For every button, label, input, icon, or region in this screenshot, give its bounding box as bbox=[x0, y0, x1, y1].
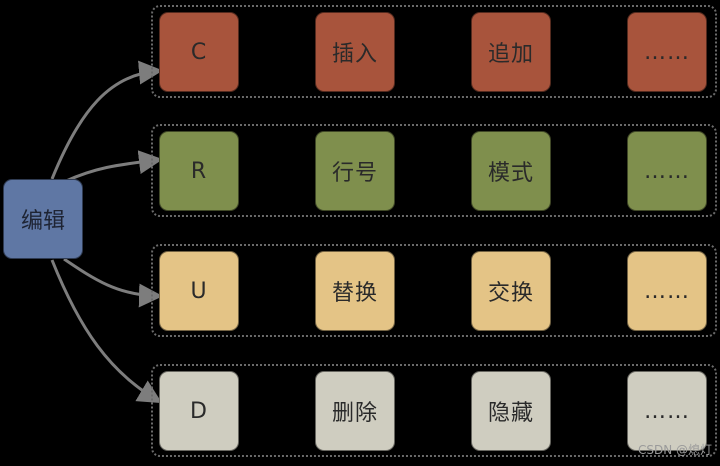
node-u: U bbox=[159, 251, 239, 331]
node-more-r: …… bbox=[627, 131, 707, 211]
root-node-label: 编辑 bbox=[20, 209, 65, 234]
node-label: 插入 bbox=[331, 42, 378, 67]
node-swap: 交换 bbox=[471, 251, 551, 331]
node-label: 模式 bbox=[487, 161, 534, 186]
node-insert: 插入 bbox=[315, 12, 395, 92]
node-label: 替换 bbox=[331, 281, 378, 306]
node-label: R bbox=[190, 158, 208, 184]
node-label: 隐藏 bbox=[487, 401, 534, 426]
node-d: D bbox=[159, 371, 239, 451]
row-frame-d bbox=[151, 364, 717, 457]
edge-root-d bbox=[50, 259, 163, 404]
node-append: 追加 bbox=[471, 12, 551, 92]
node-more-c: …… bbox=[627, 12, 707, 92]
node-label: U bbox=[190, 278, 208, 304]
edge-root-r bbox=[65, 150, 163, 183]
node-delete: 删除 bbox=[315, 371, 395, 451]
node-label: D bbox=[190, 398, 208, 424]
node-hide: 隐藏 bbox=[471, 371, 551, 451]
node-label: …… bbox=[644, 278, 690, 304]
node-label: …… bbox=[644, 398, 690, 424]
node-label: 删除 bbox=[331, 401, 378, 426]
node-replace: 替换 bbox=[315, 251, 395, 331]
row-frame-c bbox=[151, 5, 717, 98]
watermark: CSDN @熄灯 bbox=[637, 443, 712, 457]
node-mode: 模式 bbox=[471, 131, 551, 211]
node-c: C bbox=[159, 12, 239, 92]
node-label: …… bbox=[644, 158, 690, 184]
node-label: …… bbox=[644, 39, 690, 65]
node-label: 追加 bbox=[487, 42, 534, 67]
edge-root-u bbox=[63, 257, 163, 308]
edge-root-c bbox=[50, 60, 163, 180]
node-line-number: 行号 bbox=[315, 131, 395, 211]
node-label: 交换 bbox=[487, 281, 534, 306]
node-label: 行号 bbox=[331, 161, 378, 186]
node-r: R bbox=[159, 131, 239, 211]
node-label: C bbox=[190, 39, 208, 65]
node-more-u: …… bbox=[627, 251, 707, 331]
root-node-edit: 编辑 bbox=[3, 179, 83, 259]
row-frame-r bbox=[151, 124, 717, 217]
row-frame-u bbox=[151, 244, 717, 337]
node-more-d: …… bbox=[627, 371, 707, 451]
